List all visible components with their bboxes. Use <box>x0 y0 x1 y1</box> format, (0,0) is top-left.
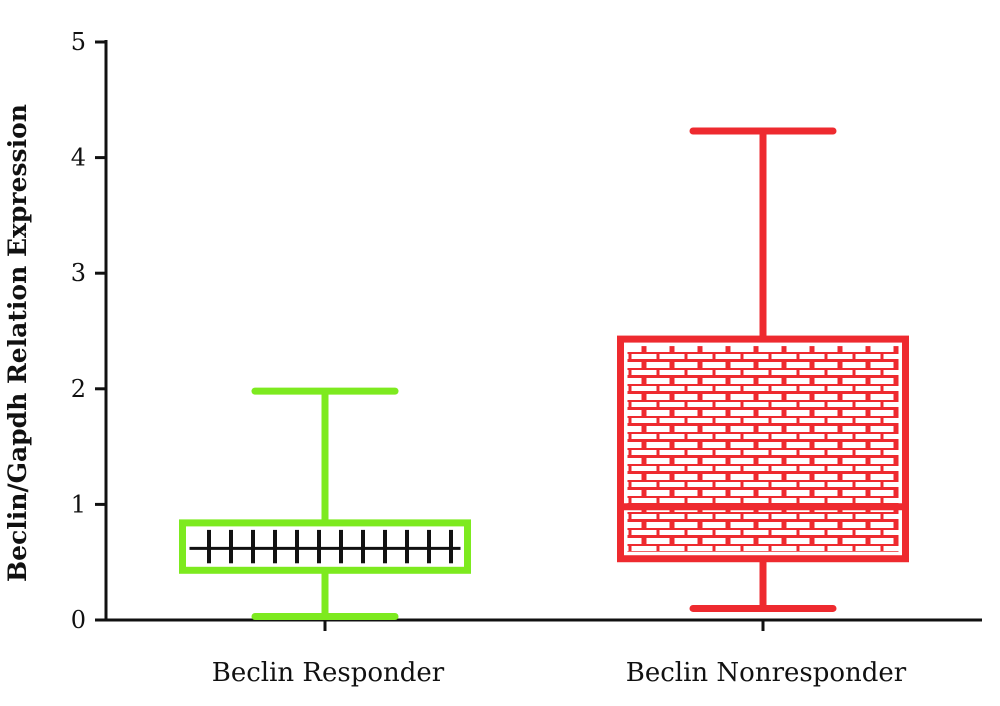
y-tick-label: 2 <box>71 375 86 403</box>
y-tick-label: 3 <box>71 259 86 287</box>
box-pattern <box>627 346 899 552</box>
box-pattern <box>189 529 461 564</box>
y-tick-label: 0 <box>71 606 86 634</box>
box-group-2 <box>617 127 909 612</box>
y-tick-label: 1 <box>71 490 86 518</box>
box-outline <box>617 335 909 563</box>
y-tick-label: 4 <box>71 144 86 172</box>
y-axis-label: Beclin/Gapdh Relation Expression <box>3 104 32 582</box>
box-outline <box>179 519 471 574</box>
x-category-label: Beclin Nonresponder <box>626 658 907 688</box>
box-group-1 <box>179 387 471 621</box>
y-tick-label: 5 <box>71 28 86 56</box>
boxes <box>179 127 909 621</box>
x-category-label: Beclin Responder <box>212 658 445 688</box>
